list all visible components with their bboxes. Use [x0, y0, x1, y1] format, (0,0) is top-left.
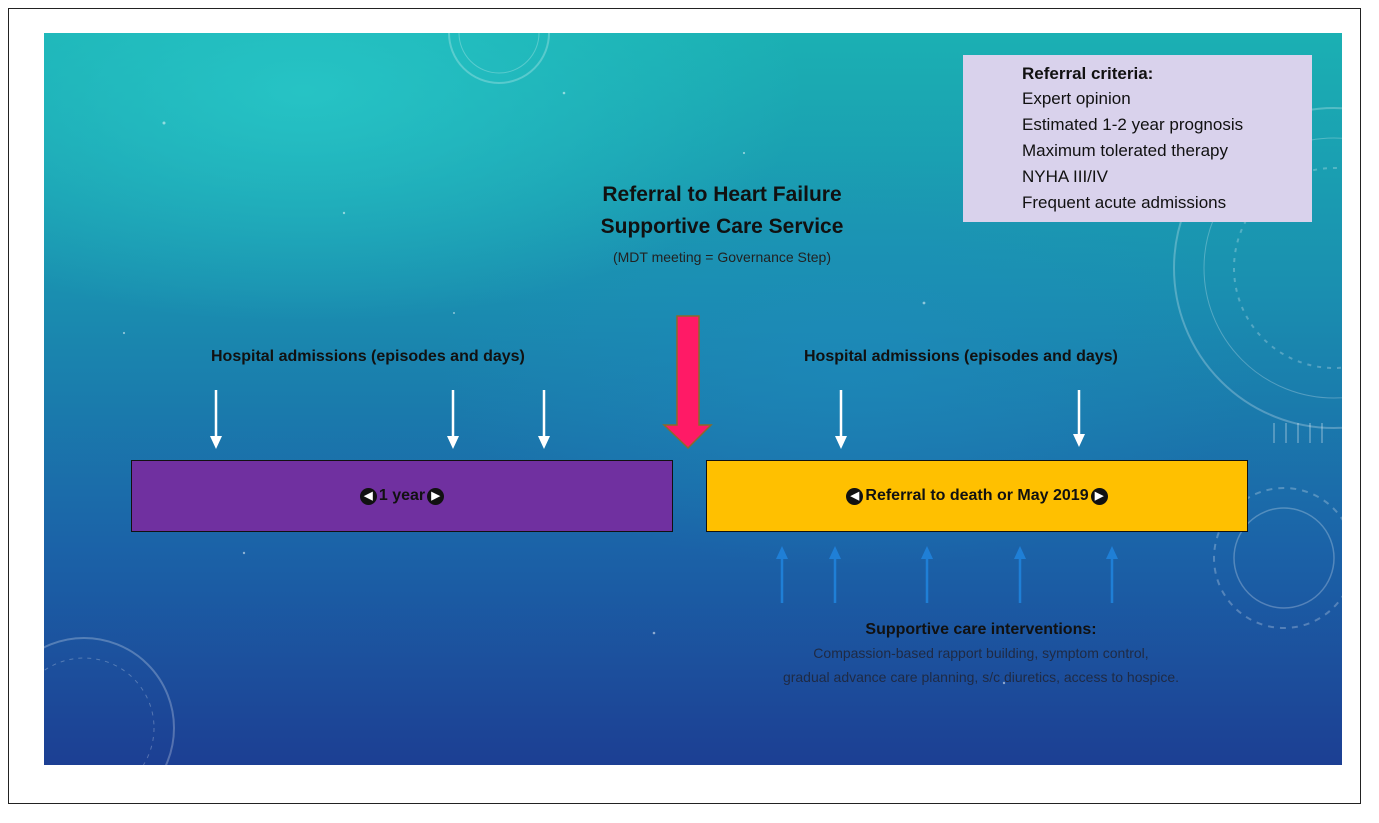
referral-arrow [662, 315, 713, 450]
bar-before-label: 1 year [378, 487, 426, 504]
background-decoration [44, 33, 1342, 765]
timeline-bar-after: ◀ Referral to death or May 2019 ▶ [706, 460, 1248, 532]
intervention-arrowhead [776, 546, 788, 559]
circle-arrow-right-icon: ▶ [427, 487, 445, 505]
criteria-item: Estimated 1-2 year prognosis [1022, 115, 1244, 134]
interventions-heading: Supportive care interventions: [865, 621, 1097, 638]
criteria-item: Maximum tolerated therapy [1022, 141, 1228, 160]
timeline-bar-before: ◀ 1 year ▶ [131, 460, 673, 532]
interventions-line-1: Compassion-based rapport building, sympt… [813, 645, 1149, 661]
slide-frame: Referral to Heart Failure Supportive Car… [8, 8, 1361, 804]
intervention-arrowhead [1014, 546, 1026, 559]
circle-arrow-right-icon: ▶ [1090, 487, 1108, 505]
criteria-item: Expert opinion [1022, 89, 1131, 108]
admission-arrowhead [210, 436, 222, 449]
admission-arrows-right [835, 390, 1085, 449]
intervention-arrowhead [921, 546, 933, 559]
admission-arrowhead [835, 436, 847, 449]
intervention-arrowhead [829, 546, 841, 559]
bar-before-label-group: ◀ 1 year ▶ [358, 487, 446, 505]
referral-criteria-box: Referral criteria: Expert opinion Estima… [963, 55, 1312, 222]
intervention-arrowhead [1106, 546, 1118, 559]
title-subtitle: (MDT meeting = Governance Step) [612, 249, 831, 265]
timeline-arrows [210, 315, 1118, 603]
bar-after-label-group: ◀ Referral to death or May 2019 ▶ [844, 487, 1109, 505]
criteria-heading: Referral criteria: [1022, 64, 1154, 83]
admission-arrows-left [210, 390, 550, 449]
title-line-2: Supportive Care Service [600, 215, 844, 238]
admission-arrowhead [1073, 434, 1085, 447]
admission-arrowhead [538, 436, 550, 449]
bar-after-label: Referral to death or May 2019 [865, 487, 1089, 504]
title-line-1: Referral to Heart Failure [602, 183, 842, 206]
criteria-item: NYHA III/IV [1022, 167, 1108, 186]
interventions-line-2: gradual advance care planning, s/c diure… [782, 669, 1180, 685]
circle-arrow-left-icon: ◀ [846, 487, 864, 505]
slide-canvas: Referral to Heart Failure Supportive Car… [44, 33, 1342, 765]
admission-arrowhead [447, 436, 459, 449]
intervention-arrows [776, 546, 1118, 603]
admissions-label-left: Hospital admissions (episodes and days) [211, 348, 525, 365]
admissions-label-right: Hospital admissions (episodes and days) [804, 348, 1118, 365]
criteria-item: Frequent acute admissions [1022, 193, 1227, 212]
circle-arrow-left-icon: ◀ [359, 487, 377, 505]
